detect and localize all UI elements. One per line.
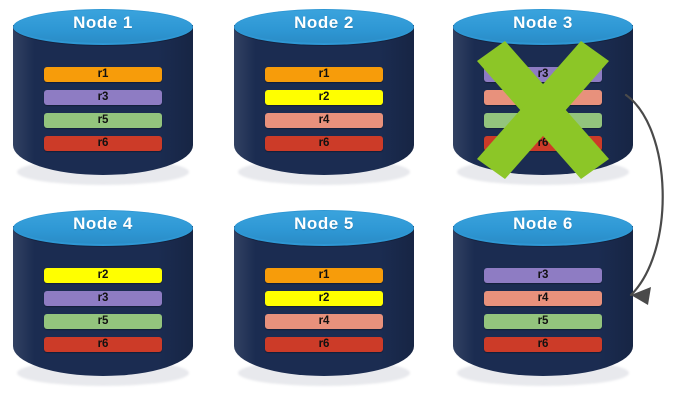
cylinder-top-ellipse <box>453 210 633 246</box>
cylinder-top-ellipse <box>234 9 414 45</box>
record-list: r1 r2 r4 r6 <box>265 268 383 352</box>
record-bar-r6: r6 <box>484 337 602 352</box>
record-bar-r2: r2 <box>265 291 383 306</box>
cylinder-top-ellipse <box>13 210 193 246</box>
record-bar-r6: r6 <box>265 136 383 151</box>
record-bar-r4: r4 <box>484 291 602 306</box>
record-list: r3 r4 r5 r6 <box>484 67 602 151</box>
record-bar-r4: r4 <box>484 90 602 105</box>
record-bar-r6: r6 <box>44 337 162 352</box>
record-bar-r5: r5 <box>44 113 162 128</box>
record-bar-r3: r3 <box>44 90 162 105</box>
record-bar-r3: r3 <box>484 67 602 82</box>
cylinder-top-ellipse <box>453 9 633 45</box>
record-bar-r1: r1 <box>44 67 162 82</box>
record-bar-r2: r2 <box>44 268 162 283</box>
record-bar-r4: r4 <box>265 113 383 128</box>
record-bar-r5: r5 <box>484 113 602 128</box>
record-list: r3 r4 r5 r6 <box>484 268 602 352</box>
record-bar-r1: r1 <box>265 268 383 283</box>
record-bar-r5: r5 <box>484 314 602 329</box>
record-bar-r3: r3 <box>44 291 162 306</box>
record-bar-r1: r1 <box>265 67 383 82</box>
record-bar-r5: r5 <box>44 314 162 329</box>
record-bar-r3: r3 <box>484 268 602 283</box>
record-bar-r6: r6 <box>484 136 602 151</box>
cylinder-top-ellipse <box>13 9 193 45</box>
record-bar-r6: r6 <box>265 337 383 352</box>
record-list: r1 r3 r5 r6 <box>44 67 162 151</box>
arrow-head-icon <box>631 287 651 305</box>
cylinder-top-ellipse <box>234 210 414 246</box>
record-list: r2 r3 r5 r6 <box>44 268 162 352</box>
record-bar-r6: r6 <box>44 136 162 151</box>
record-bar-r2: r2 <box>265 90 383 105</box>
record-list: r1 r2 r4 r6 <box>265 67 383 151</box>
record-bar-r4: r4 <box>265 314 383 329</box>
